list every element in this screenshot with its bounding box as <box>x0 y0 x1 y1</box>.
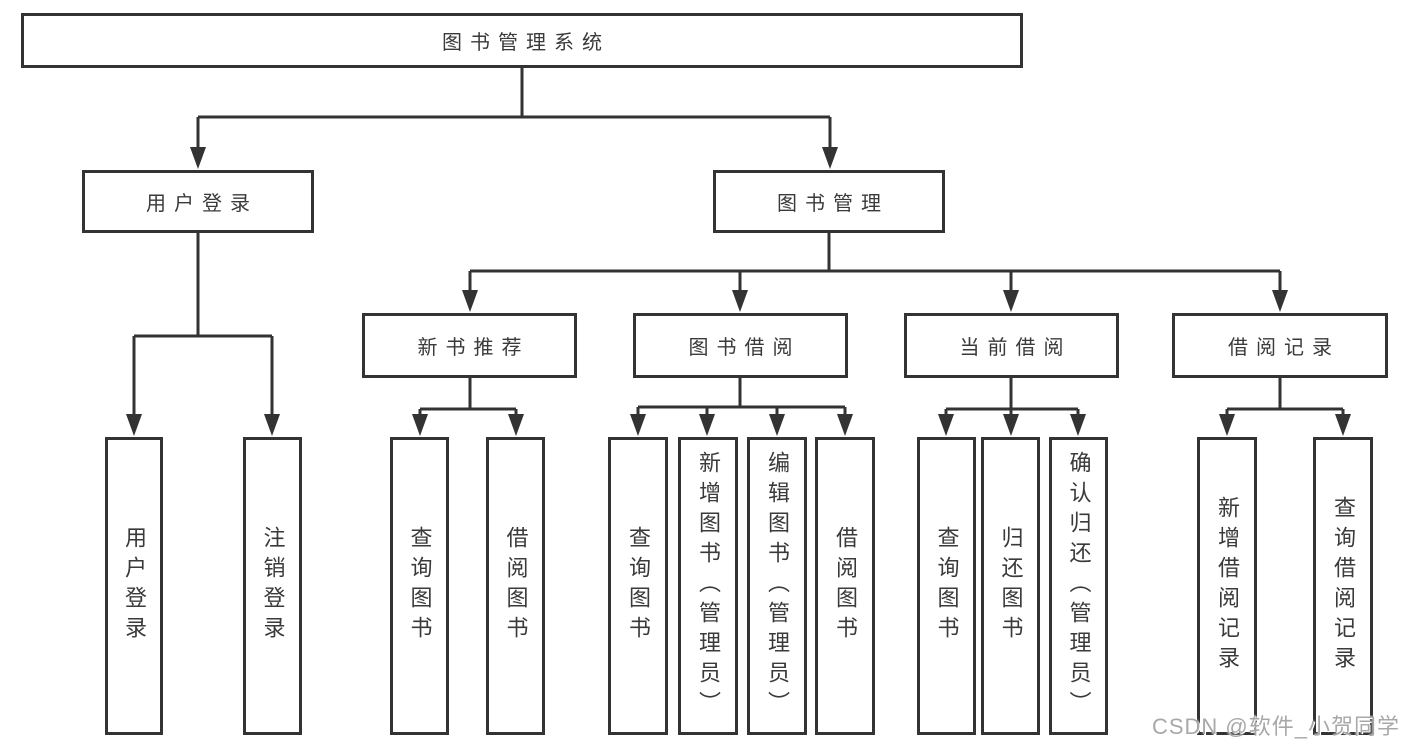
node-library-management-system: 图书管理系统 <box>21 13 1023 68</box>
node-label: 当前借阅 <box>959 337 1072 359</box>
leaf-add-book-admin: 新增图书（管理员） <box>678 437 738 735</box>
node-label: 图书借阅 <box>688 337 801 359</box>
node-borrowing-records: 借阅记录 <box>1172 313 1388 378</box>
leaf-query-books-current: 查询图书 <box>917 437 976 735</box>
node-label: 查询借阅记录 <box>1331 496 1356 676</box>
node-label: 用户登录 <box>122 526 147 646</box>
leaf-user-login: 用户登录 <box>105 437 163 735</box>
csdn-watermark: CSDN @软件_小贺同学 <box>1151 714 1400 739</box>
leaf-borrow-books-recommend: 借阅图书 <box>486 437 545 735</box>
leaf-query-borrow-record: 查询借阅记录 <box>1313 437 1373 735</box>
node-label: 查询图书 <box>626 526 651 646</box>
leaf-return-books: 归还图书 <box>981 437 1040 735</box>
node-label: 编辑图书（管理员） <box>765 451 790 721</box>
node-label: 归还图书 <box>998 526 1024 646</box>
node-label: 用户登录 <box>146 193 258 215</box>
leaf-add-borrow-record: 新增借阅记录 <box>1197 437 1257 735</box>
node-label: 借阅图书 <box>833 526 858 646</box>
node-book-borrowing: 图书借阅 <box>633 313 848 378</box>
leaf-logout: 注销登录 <box>243 437 302 735</box>
node-label: 新书推荐 <box>417 337 530 359</box>
leaf-edit-book-admin: 编辑图书（管理员） <box>747 437 807 735</box>
node-label: 新增图书（管理员） <box>696 451 721 721</box>
node-label: 借阅记录 <box>1228 337 1340 359</box>
leaf-borrow-books: 借阅图书 <box>815 437 875 735</box>
node-label: 查询图书 <box>407 526 433 646</box>
node-new-book-recommendation: 新书推荐 <box>362 313 577 378</box>
leaf-confirm-return-admin: 确认归还（管理员） <box>1049 437 1108 735</box>
leaf-query-books-borrowing: 查询图书 <box>608 437 668 735</box>
node-label: 查询图书 <box>934 526 960 646</box>
node-label: 借阅图书 <box>503 526 529 646</box>
node-label: 图书管理系统 <box>442 32 610 54</box>
node-label: 确认归还（管理员） <box>1066 451 1092 721</box>
leaf-query-books-recommend: 查询图书 <box>390 437 449 735</box>
node-label: 新增借阅记录 <box>1215 496 1240 676</box>
node-current-borrowing: 当前借阅 <box>904 313 1119 378</box>
node-book-management: 图书管理 <box>713 170 945 233</box>
node-label: 图书管理 <box>777 193 889 215</box>
node-user-login: 用户登录 <box>82 170 314 233</box>
node-label: 注销登录 <box>260 526 286 646</box>
